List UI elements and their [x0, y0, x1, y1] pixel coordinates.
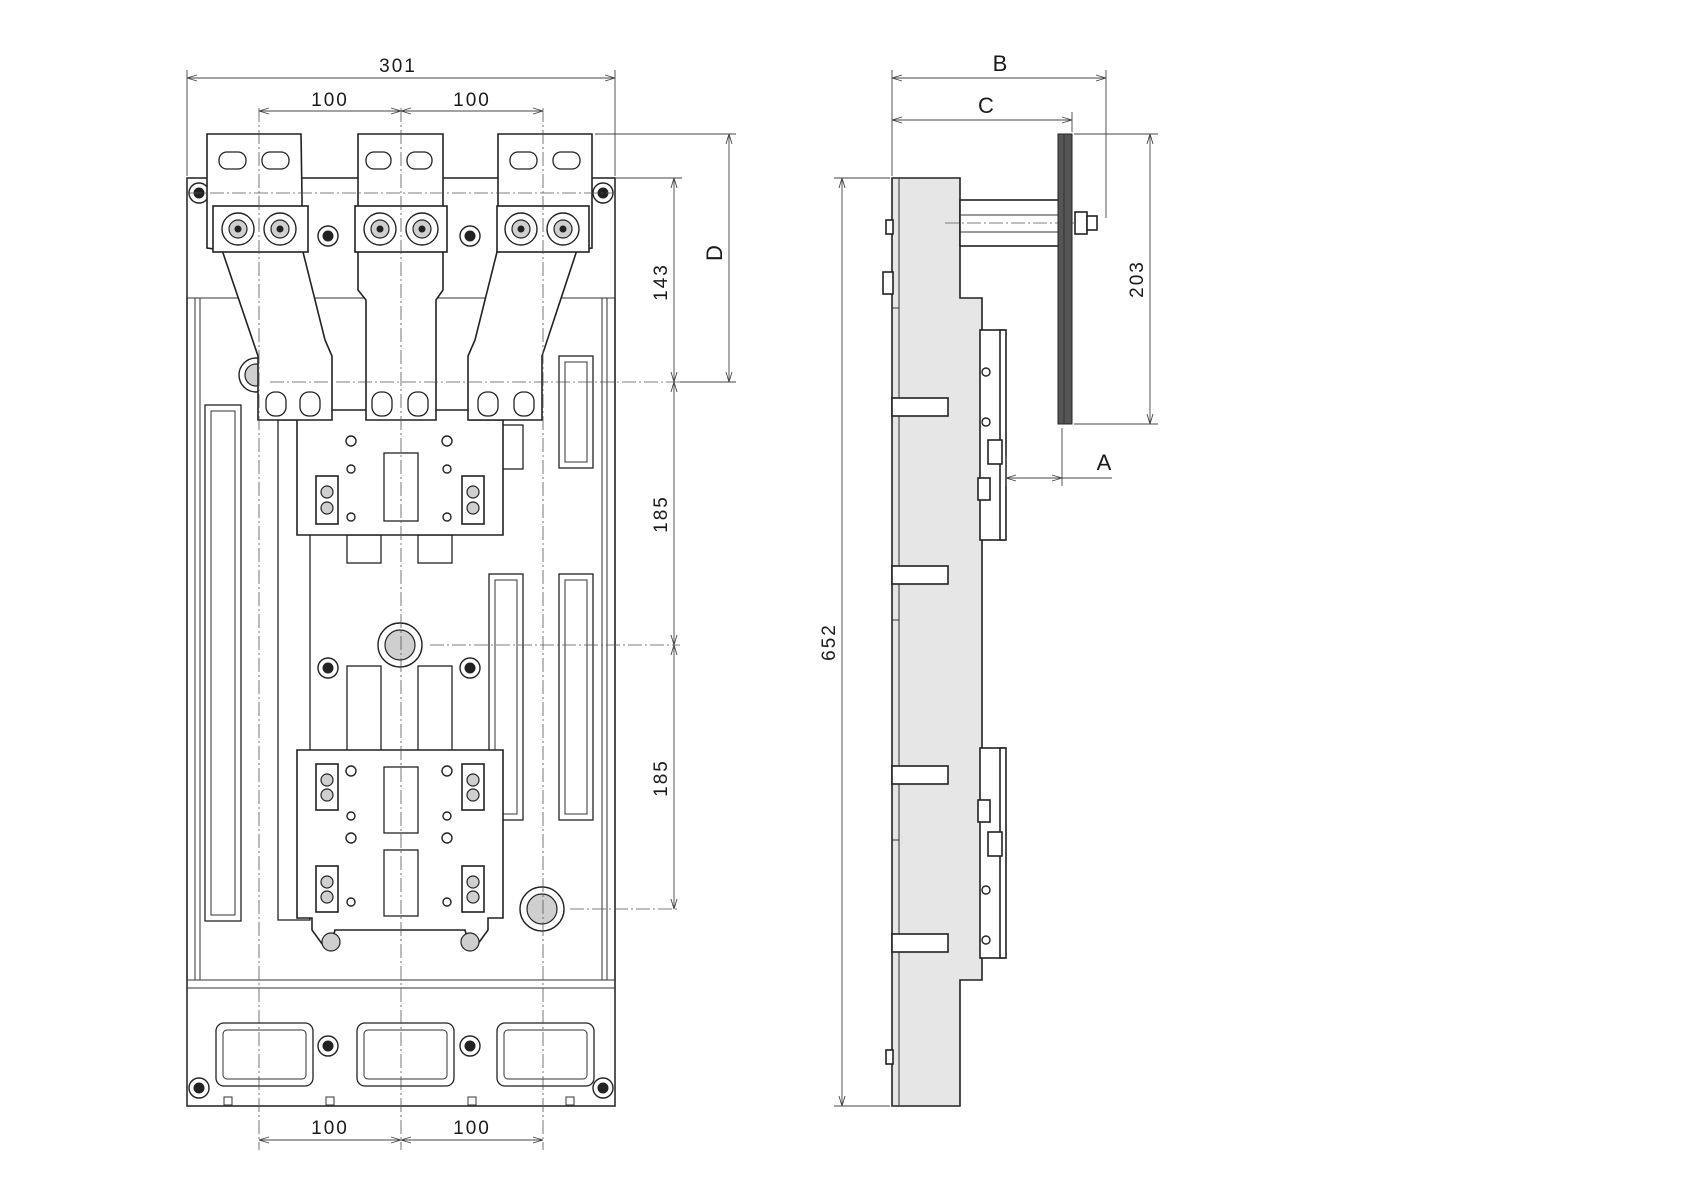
dim-top-pitch-right: 100: [453, 90, 491, 111]
dim-top-pitch: 100 100: [258, 90, 544, 115]
slot-center-b: [417, 665, 453, 753]
plate-screws: [317, 225, 481, 1057]
upper-mounting-plate: [296, 409, 504, 536]
dim-652-label: 652: [819, 623, 840, 661]
dim-143-label: 143: [651, 263, 672, 301]
lower-mounting-plate: [296, 749, 504, 952]
slot-center-a: [346, 665, 382, 753]
dim-bottom-pitch-left: 100: [311, 1118, 349, 1139]
dim-b: B: [891, 51, 1107, 218]
dim-bottom-pitch: 100 100: [258, 1118, 544, 1144]
lower-terminal-windows: [215, 1022, 595, 1106]
dim-c-label: C: [978, 93, 994, 118]
busbar-middle: [357, 133, 444, 421]
dim-185-upper-label: 185: [651, 495, 672, 533]
side-view: B C 203 A 6: [819, 51, 1158, 1107]
dim-top-pitch-left: 100: [311, 90, 349, 111]
dim-d: D: [595, 133, 736, 383]
dim-185-lower-label: 185: [651, 759, 672, 797]
dim-203-label: 203: [1127, 260, 1148, 298]
terminal-plate: [1057, 133, 1073, 425]
dim-c: C: [891, 93, 1073, 132]
dim-bottom-pitch-right: 100: [453, 1118, 491, 1139]
dim-a-label: A: [1097, 450, 1112, 475]
dim-301-label: 301: [379, 56, 417, 77]
terminal-block: [212, 205, 590, 253]
slot-right-mid-b: [558, 573, 594, 821]
dim-652: 652: [819, 177, 890, 1107]
side-slot-left: [204, 404, 242, 922]
dim-d-label: D: [702, 245, 727, 261]
slot-right-upper: [558, 355, 594, 469]
dim-overall-width: 301: [186, 56, 616, 176]
front-view: 301 100 100 100 100 143 185 185: [186, 56, 736, 1150]
dim-203: 203: [1074, 133, 1158, 425]
dim-vertical-chain: 143 185 185: [615, 177, 682, 910]
side-body: [891, 177, 983, 1107]
dim-b-label: B: [993, 51, 1008, 76]
dim-a: A: [1005, 428, 1112, 486]
center-lines: [188, 108, 710, 1150]
